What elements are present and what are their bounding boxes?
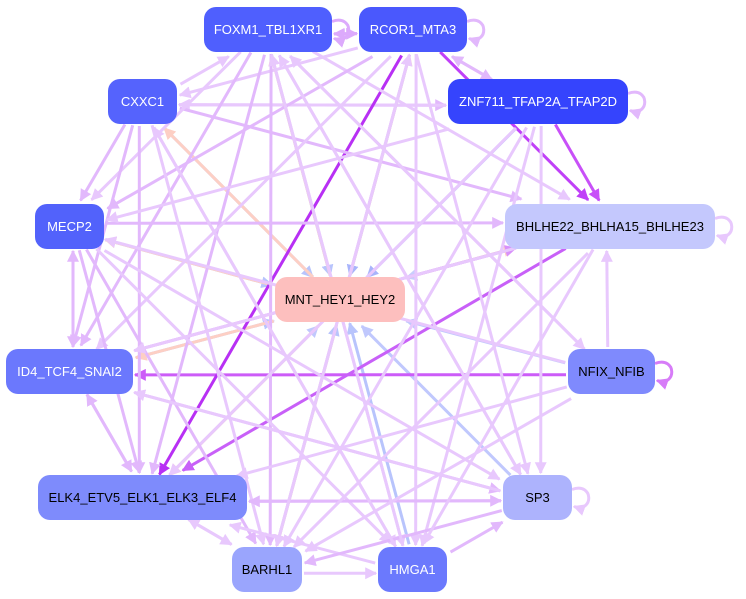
edge-cxxc1-to-mecp2 <box>79 123 127 202</box>
edge-rcor1-to-rcor1 <box>466 18 486 48</box>
edge-rcor1-to-bhlhe22 <box>439 50 590 201</box>
edge-barhl1-to-elk4 <box>187 518 233 546</box>
node-label: BARHL1 <box>241 562 293 577</box>
edge-sp3-to-elk4 <box>247 495 502 508</box>
node-label: ID4_TCF4_SNAI2 <box>17 364 122 379</box>
edge-hmga1-to-sp3 <box>449 520 504 554</box>
node-label: MNT_HEY1_HEY2 <box>284 292 396 307</box>
node-label: ZNF711_TFAP2A_TFAP2D <box>459 94 617 109</box>
edge-rcor1-to-id4 <box>95 55 392 351</box>
node-nfix[interactable]: NFIX_NFIB <box>568 349 655 394</box>
edge-foxm1-to-barhl1 <box>264 54 277 547</box>
edge-nfix-to-nfix <box>654 360 674 390</box>
node-label: BHLHE22_BHLHA15_BHLHE23 <box>516 219 704 234</box>
edge-sp3-to-barhl1 <box>303 509 503 566</box>
edge-hmga1-to-cxxc1 <box>152 126 397 548</box>
node-mecp2[interactable]: MECP2 <box>35 204 104 249</box>
edge-sp3-to-id4 <box>133 389 501 493</box>
edge-foxm1-to-id4 <box>79 51 253 347</box>
edge-bhlhe22-to-elk4 <box>181 247 567 472</box>
edge-elk4-to-id4 <box>85 393 133 473</box>
node-znf711[interactable]: ZNF711_TFAP2A_TFAP2D <box>448 79 628 124</box>
node-cxxc1[interactable]: CXXC1 <box>108 79 177 124</box>
node-label: HMGA1 <box>389 562 436 577</box>
node-mnt[interactable]: MNT_HEY1_HEY2 <box>275 277 405 322</box>
edge-foxm1-to-foxm1 <box>331 18 351 48</box>
edge-bhlhe22-to-bhlhe22 <box>714 215 734 245</box>
node-label: MECP2 <box>47 219 92 234</box>
node-elk4[interactable]: ELK4_ETV5_ELK1_ELK3_ELF4 <box>38 475 247 520</box>
edge-sp3-to-sp3 <box>571 486 591 516</box>
node-rcor1[interactable]: RCOR1_MTA3 <box>359 7 467 52</box>
node-id4[interactable]: ID4_TCF4_SNAI2 <box>6 349 133 394</box>
node-sp3[interactable]: SP3 <box>503 475 572 520</box>
edge-rcor1-to-mecp2 <box>106 55 374 210</box>
node-barhl1[interactable]: BARHL1 <box>232 547 302 592</box>
node-hmga1[interactable]: HMGA1 <box>378 547 447 592</box>
edge-znf711-to-mecp2 <box>105 127 450 223</box>
edge-nfix-to-elk4 <box>235 385 568 479</box>
edge-znf711-to-rcor1 <box>451 55 493 81</box>
edge-mecp2-to-sp3 <box>103 249 501 481</box>
node-foxm1[interactable]: FOXM1_TBL1XR1 <box>204 7 332 52</box>
edge-znf711-to-bhlhe22 <box>554 123 601 202</box>
edge-nfix-to-foxm1 <box>289 55 586 351</box>
edge-bhlhe22-to-barhl1 <box>292 252 589 549</box>
node-label: RCOR1_MTA3 <box>369 22 457 37</box>
node-label: NFIX_NFIB <box>578 364 645 379</box>
edge-sp3-to-foxm1 <box>278 54 522 476</box>
edge-znf711-to-znf711 <box>627 90 647 120</box>
edge-hmga1-to-mnt <box>346 322 411 545</box>
edge-mnt-to-id4 <box>134 319 275 361</box>
edge-foxm1-to-elk4 <box>149 54 266 475</box>
edge-nfix-to-bhlhe22 <box>600 249 613 348</box>
node-label: FOXM1_TBL1XR1 <box>213 22 323 37</box>
edge-bhlhe22-to-hmga1 <box>422 248 595 545</box>
edge-rcor1-to-cxxc1 <box>178 46 359 99</box>
edge-foxm1-to-mecp2 <box>90 50 242 201</box>
node-label: SP3 <box>525 490 550 505</box>
node-label: ELK4_ETV5_ELK1_ELK3_ELF4 <box>48 490 237 505</box>
node-label: CXXC1 <box>120 94 165 109</box>
edge-foxm1-to-bhlhe22 <box>312 50 571 201</box>
edge-cxxc1-to-foxm1 <box>179 55 230 86</box>
node-bhlhe22[interactable]: BHLHE22_BHLHA15_BHLHE23 <box>505 204 715 249</box>
edge-mecp2-to-hmga1 <box>95 247 392 544</box>
